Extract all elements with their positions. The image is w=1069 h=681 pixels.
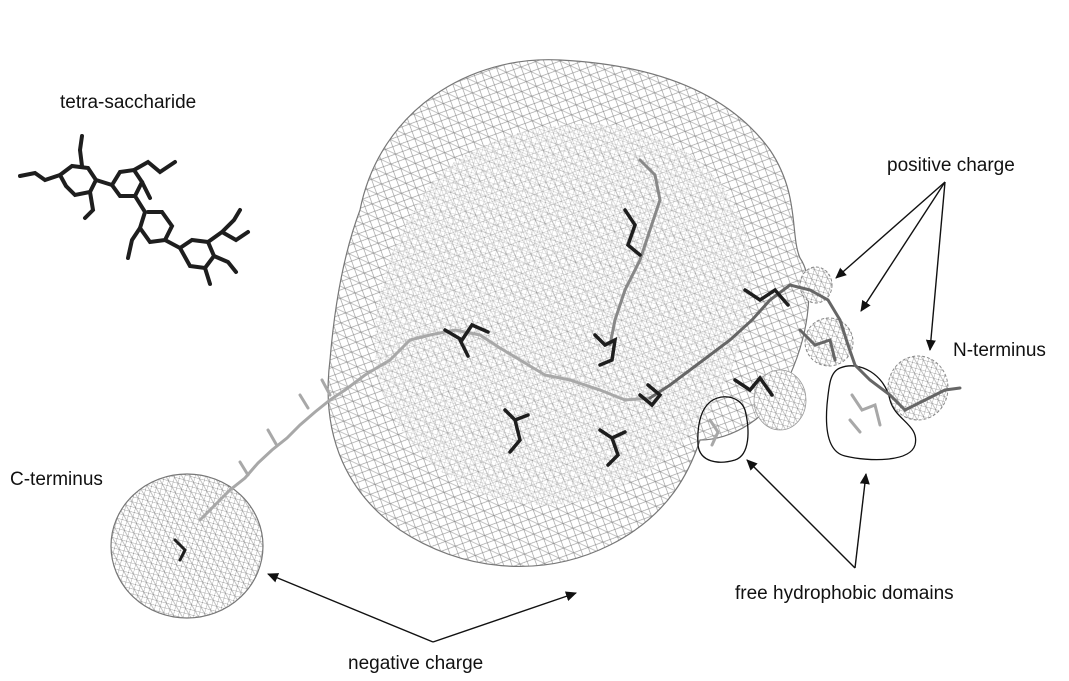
negative-charge-label: negative charge bbox=[348, 654, 483, 673]
n-terminus-label: N-terminus bbox=[953, 341, 1046, 360]
positive-charge-sphere-3 bbox=[888, 356, 948, 420]
hydrophobic-domain-arrows bbox=[747, 460, 866, 568]
tetra-saccharide-label: tetra-saccharide bbox=[60, 93, 196, 112]
free-hydrophobic-domains-label: free hydrophobic domains bbox=[735, 584, 954, 603]
positive-charge-sphere-1 bbox=[800, 267, 832, 303]
negative-charge-arrows bbox=[268, 574, 576, 642]
c-terminus-label: C-terminus bbox=[10, 470, 103, 489]
positive-charge-label: positive charge bbox=[887, 156, 1015, 175]
positive-charge-arrows bbox=[836, 182, 945, 350]
c-terminus-sphere bbox=[111, 474, 263, 618]
tetra-saccharide-molecule bbox=[20, 136, 248, 284]
